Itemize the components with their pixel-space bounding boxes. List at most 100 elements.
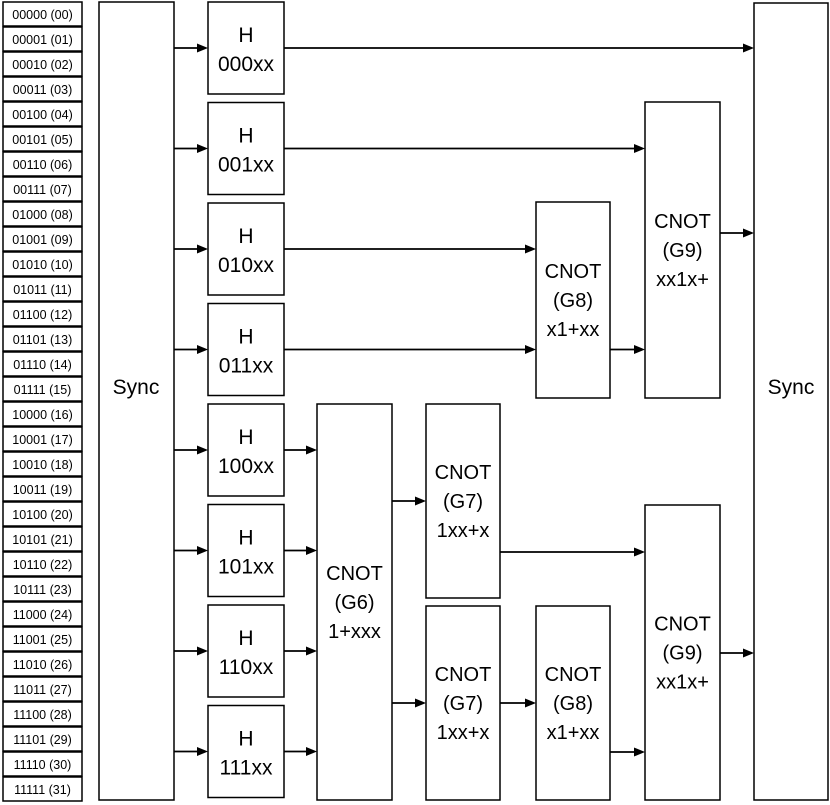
cnot-gate-g9-bottom: CNOT (G9) xx1x+ — [644, 504, 721, 801]
state-label: 01010 (10) — [2, 251, 83, 277]
state-label-text: 11001 (25) — [13, 633, 73, 647]
state-label-text: 10011 (19) — [13, 483, 73, 497]
state-label: 01110 (14) — [2, 351, 83, 377]
state-label-text: 00010 (02) — [12, 58, 72, 72]
state-label: 00110 (06) — [2, 151, 83, 177]
state-label: 00010 (02) — [2, 51, 83, 77]
wire-sync-to-h-7 — [174, 747, 208, 756]
h-gate-pattern: 100xx — [218, 455, 275, 478]
h-gate-pattern: 011xx — [219, 355, 274, 378]
state-label: 10110 (22) — [2, 551, 83, 577]
cnot-gate-g7-top: CNOT (G7) 1xx+x — [425, 403, 501, 599]
h-gate-name: H — [238, 728, 253, 751]
state-label: 00111 (07) — [2, 176, 83, 202]
state-label-text: 01001 (09) — [12, 233, 72, 247]
cnot-gate-line: 1xx+x — [437, 520, 490, 542]
h-gate-pattern: 000xx — [218, 53, 275, 76]
state-label: 11001 (25) — [2, 626, 83, 652]
state-label-text: 01101 (13) — [13, 333, 73, 347]
cnot-gate-g8-top: CNOT(G8)x1+xx — [535, 201, 611, 399]
cnot-gate-line: x1+xx — [547, 722, 600, 744]
wire-h4-to-g6 — [284, 445, 317, 455]
wire-g7-top-to-g9 — [500, 547, 645, 557]
state-label: 10111 (23) — [2, 576, 83, 602]
state-label: 01100 (12) — [2, 301, 83, 327]
state-label-text: 10010 (18) — [12, 458, 72, 472]
cnot-gate-line: xx1x+ — [656, 672, 709, 694]
cnot-gate-line: CNOT — [326, 563, 383, 585]
state-label-text: 11010 (26) — [13, 658, 73, 672]
h-gate-pattern: 001xx — [218, 154, 275, 177]
state-label: 01111 (15) — [2, 376, 83, 402]
cnot-gate-line: CNOT — [435, 462, 492, 484]
state-label: 10001 (17) — [2, 426, 83, 452]
state-label: 10101 (21) — [2, 526, 83, 552]
state-label-text: 11101 (29) — [13, 733, 72, 747]
state-label: 11111 (31) — [2, 776, 83, 802]
state-label-text: 11110 (30) — [14, 758, 72, 772]
cnot-gate-line: CNOT — [654, 614, 711, 636]
cnot-gate-line: CNOT — [545, 664, 602, 686]
state-label-text: 00000 (00) — [12, 8, 72, 22]
wire-sync-to-h-0 — [174, 43, 208, 53]
h-gate-name: H — [238, 24, 253, 47]
state-label: 01001 (09) — [2, 226, 83, 252]
cnot-gate-line: CNOT — [435, 664, 492, 686]
state-label: 01000 (08) — [2, 201, 83, 227]
state-label: 11101 (29) — [2, 726, 83, 752]
cnot-gate-line: (G7) — [443, 491, 483, 513]
wire-g8-bottom-to-g9 — [610, 747, 645, 757]
cnot-gate-group: CNOT(G6)1+xxxCNOT(G7)1xx+xCNOT(G7)1xx+xC… — [316, 101, 721, 801]
cnot-gate-line: CNOT — [545, 261, 602, 283]
h-gate-name: H — [238, 125, 253, 148]
state-label: 00000 (00) — [2, 1, 83, 27]
hadamard-gate-column: H000xxH001xxH010xxH011xxH100xxH101xxH110… — [207, 1, 285, 799]
cnot-gate-line: (G9) — [663, 240, 703, 262]
wire-group — [174, 43, 754, 757]
state-label: 00101 (05) — [2, 126, 83, 152]
state-label-text: 11100 (28) — [13, 708, 72, 722]
state-label-text: 10110 (22) — [13, 558, 73, 572]
wire-g8-to-g9 — [610, 345, 645, 354]
state-label: 11000 (24) — [2, 601, 83, 627]
state-label: 11011 (27) — [2, 676, 83, 702]
wire-g6-to-g7-bottom — [392, 698, 426, 708]
wire-g6-to-g7-top — [392, 496, 426, 506]
state-label-text: 01000 (08) — [12, 208, 72, 222]
state-label-text: 01111 (15) — [14, 383, 72, 397]
state-label: 11110 (30) — [2, 751, 83, 777]
state-label-text: 01100 (12) — [13, 308, 73, 322]
h-gate-pattern: 101xx — [218, 556, 275, 579]
cnot-gate-line: xx1x+ — [656, 269, 709, 291]
state-label: 01101 (13) — [2, 326, 83, 352]
state-label-text: 00101 (05) — [12, 133, 72, 147]
sync-block-right: Sync — [753, 2, 829, 801]
h-gate-name: H — [238, 326, 253, 349]
state-label-text: 00001 (01) — [12, 33, 72, 47]
wire-h3-to-g8 — [284, 345, 536, 354]
h-gate-pattern: 110xx — [219, 656, 274, 679]
cnot-gate-line: (G6) — [335, 592, 375, 614]
state-label-text: 01011 (11) — [13, 283, 72, 297]
state-label: 01011 (11) — [2, 276, 83, 302]
state-label: 10000 (16) — [2, 401, 83, 427]
state-label-text: 00110 (06) — [13, 158, 73, 172]
state-label-text: 00100 (04) — [12, 108, 72, 122]
state-label-text: 01110 (14) — [13, 358, 72, 372]
h-gate-000xx: H 000xx — [207, 1, 285, 95]
state-label-text: 11000 (24) — [13, 608, 73, 622]
state-label: 10011 (19) — [2, 476, 83, 502]
state-label-text: 10101 (21) — [12, 533, 72, 547]
state-label-text: 11011 (27) — [13, 683, 72, 697]
cnot-gate-line: x1+xx — [547, 319, 600, 341]
state-label: 00001 (01) — [2, 26, 83, 52]
cnot-gate-line: (G9) — [663, 643, 703, 665]
wire-g7-bottom-to-g8 — [500, 698, 536, 708]
wire-g9-bottom-to-sync — [720, 648, 754, 658]
wire-sync-to-h-4 — [174, 445, 208, 455]
